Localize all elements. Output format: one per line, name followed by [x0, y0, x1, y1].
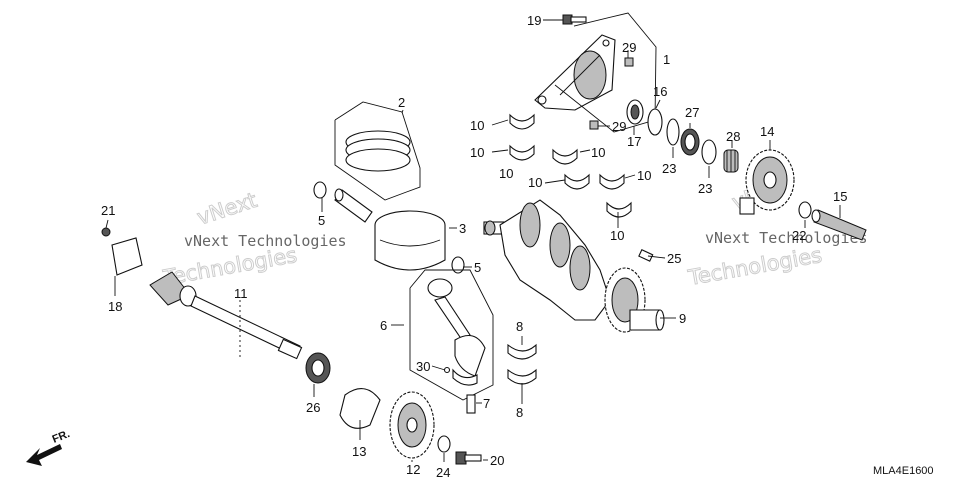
- shim-23-b: [701, 139, 717, 165]
- front-direction-arrow: FR.: [26, 428, 72, 466]
- callout-7: 7: [483, 396, 490, 411]
- circlip-5-a: [313, 181, 327, 199]
- balancer-gear-14: [739, 149, 795, 215]
- bearing-17: [626, 99, 644, 125]
- callout-24: 24: [436, 465, 450, 480]
- piston-pin: [334, 188, 373, 223]
- bearing-shells-10: [509, 113, 632, 218]
- callout-10-a: 10: [470, 118, 484, 133]
- needle-bearing-28: [723, 149, 739, 173]
- bolt-19: [562, 14, 587, 25]
- group-outline-2: [334, 101, 421, 201]
- callout-18: 18: [108, 299, 122, 314]
- callout-15: 15: [833, 189, 847, 204]
- callout-13: 13: [352, 444, 366, 459]
- circlip-5-b: [451, 256, 465, 274]
- callout-8-a: 8: [516, 319, 523, 334]
- bolt-21: [101, 227, 111, 237]
- callout-10-c: 10: [591, 145, 605, 160]
- bolt-7: [466, 394, 476, 414]
- callout-25: 25: [667, 251, 681, 266]
- watermark-vnext-left: vNext: [194, 188, 260, 230]
- piston-3: [374, 210, 446, 271]
- watermark-text-right: vNext Technologies: [705, 229, 868, 247]
- leader-lines: [105, 19, 841, 462]
- key-25: [638, 249, 654, 262]
- watermark-technologies-right: Technologies: [686, 243, 824, 290]
- oil-pump-cover-1: [534, 34, 616, 111]
- watermark-text-left: vNext Technologies: [184, 232, 347, 250]
- washer-22: [798, 201, 812, 219]
- callout-labels: 1 2 3 5 5 6 7 8 8 9 10 10 10 10 10 10 10…: [101, 13, 847, 480]
- callout-23-a: 23: [662, 161, 676, 176]
- callout-8-b: 8: [516, 405, 523, 420]
- callout-1: 1: [663, 52, 670, 67]
- shim-23-a: [666, 118, 680, 146]
- piston-rings-2: [345, 130, 411, 172]
- callout-10-e: 10: [637, 168, 651, 183]
- dowel-pin-29: [589, 57, 634, 130]
- callout-2: 2: [398, 95, 405, 110]
- water-pump-shaft-11: [149, 271, 303, 360]
- group-outline-1: [554, 12, 657, 133]
- pump-drive-gear-12: [389, 391, 435, 459]
- callout-27: 27: [685, 105, 699, 120]
- bolt-20: [455, 451, 482, 465]
- crankshaft-9: [483, 199, 665, 333]
- callout-16: 16: [653, 84, 667, 99]
- front-label: FR.: [51, 428, 72, 446]
- bearing-26: [305, 352, 331, 384]
- balancer-shaft-15: [811, 209, 867, 241]
- callout-5-a: 5: [318, 213, 325, 228]
- washer-16: [647, 108, 663, 136]
- rod-cap: [452, 368, 478, 386]
- bearing-27: [680, 128, 700, 156]
- gasket-18: [111, 237, 143, 276]
- callout-19: 19: [527, 13, 541, 28]
- plate-13: [339, 388, 381, 429]
- callout-23-b: 23: [698, 181, 712, 196]
- callout-17: 17: [627, 134, 641, 149]
- callout-10-d: 10: [528, 175, 542, 190]
- pin-30: [443, 366, 451, 374]
- callout-10-g: 10: [499, 166, 513, 181]
- callout-22: 22: [792, 228, 806, 243]
- callout-11: 11: [234, 286, 248, 301]
- callout-3: 3: [459, 221, 466, 236]
- callout-6: 6: [380, 318, 387, 333]
- callout-28: 28: [726, 129, 740, 144]
- callout-12: 12: [406, 462, 420, 477]
- connecting-rod-6: [427, 278, 486, 377]
- callout-20: 20: [490, 453, 504, 468]
- callout-26: 26: [306, 400, 320, 415]
- callout-29-a: 29: [622, 40, 636, 55]
- rod-bearing-8: [507, 343, 537, 385]
- callout-9: 9: [679, 311, 686, 326]
- callout-14: 14: [760, 124, 774, 139]
- group-outline-6: [409, 269, 494, 401]
- callout-10-f: 10: [610, 228, 624, 243]
- washer-24: [437, 435, 451, 453]
- callout-29-b: 29: [612, 119, 626, 134]
- callout-10-b: 10: [470, 145, 484, 160]
- callout-5-b: 5: [474, 260, 481, 275]
- callout-30: 30: [416, 359, 430, 374]
- callout-21: 21: [101, 203, 115, 218]
- diagram-code: MLA4E1600: [873, 465, 934, 477]
